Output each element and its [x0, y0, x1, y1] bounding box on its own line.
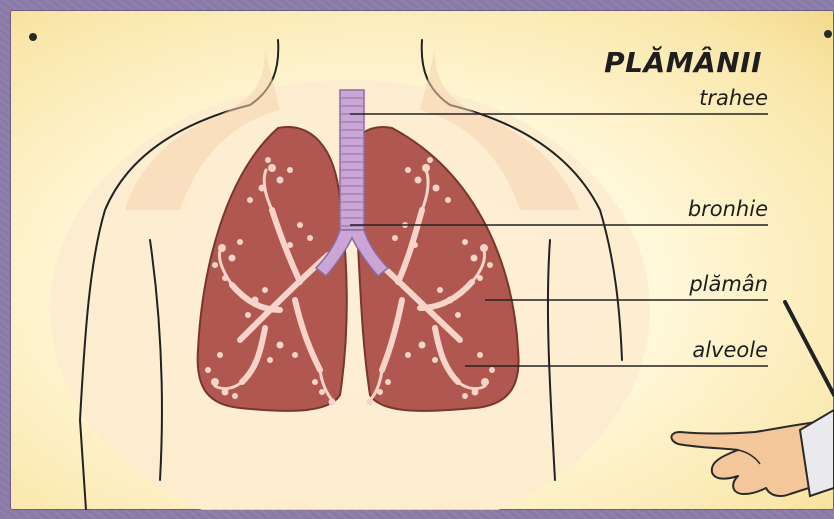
label-alveole: alveole [692, 338, 768, 362]
pointing-hand-icon [671, 410, 834, 496]
pointer-stick [785, 302, 834, 395]
label-bronhie: bronhie [688, 197, 768, 221]
anatomy-illustration [10, 10, 834, 510]
diagram-title: PLĂMÂNII [604, 46, 762, 79]
label-plaman: plămân [689, 272, 768, 296]
diagram-board: PLĂMÂNII trahee bronhie plămân alveole [10, 10, 834, 510]
label-trahee: trahee [699, 86, 768, 110]
